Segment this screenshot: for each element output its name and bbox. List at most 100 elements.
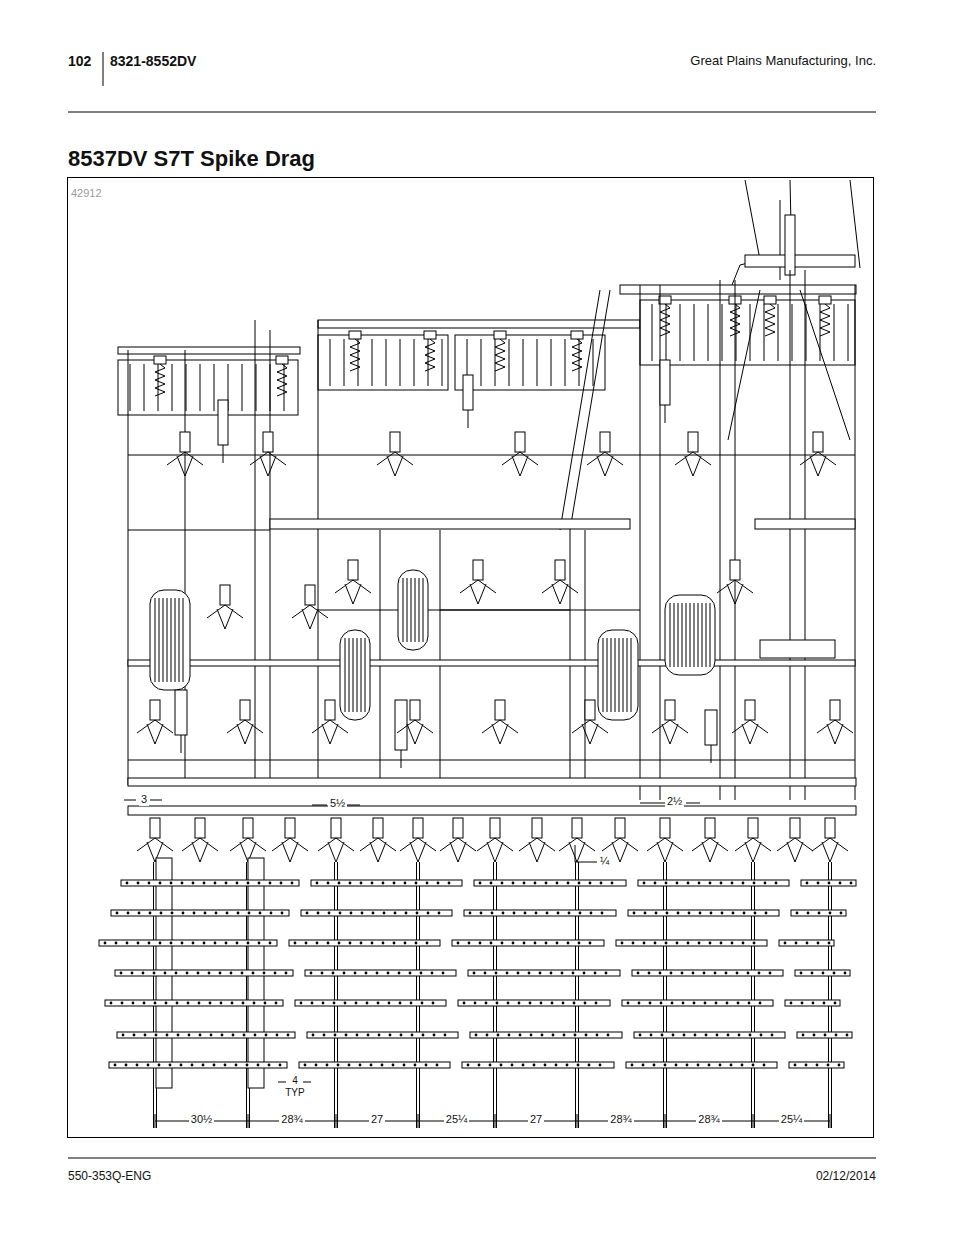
tooth-dot [159,942,162,945]
spring-coil [572,339,582,371]
tooth-dot [760,1034,763,1037]
tooth-dot [126,882,129,885]
dimension-label: 4 TYP [284,1075,306,1098]
tine-mount [243,818,253,838]
tine-mount [748,818,758,838]
tooth-dot [427,912,430,915]
tooth-dot [410,1002,413,1005]
tine-mount [473,560,483,580]
tooth-dot [749,1034,752,1037]
dimension-tick [248,1114,249,1128]
tooth-dot [806,882,809,885]
tooth-dot [193,912,196,915]
tooth-dot [541,1034,544,1037]
tooth-dot [833,972,836,975]
tooth-dot [600,882,603,885]
tooth-dot [383,912,386,915]
tine-mount [730,560,740,580]
tooth-dot [562,1002,565,1005]
tine-mount [331,818,341,838]
top-rail [620,285,856,294]
basket-bar [330,339,331,386]
tooth-dot [243,1034,246,1037]
tooth-dot [699,912,702,915]
harrow-bar [797,1032,852,1038]
spike-tine [335,580,371,604]
spring-coil [495,339,505,371]
spike-tine [250,452,286,476]
tooth-dot [404,882,407,885]
tooth-dot [829,912,832,915]
tooth-dot [675,1064,678,1067]
tire-tread [623,638,624,712]
tooth-dot [132,1002,135,1005]
tire-tread [155,598,156,682]
tine-mount [390,432,400,452]
tooth-dot [166,1034,169,1037]
frame-line [128,350,129,785]
spike-tine [318,838,354,862]
tire-tread [698,603,699,667]
tooth-dot [649,1002,652,1005]
tooth-dot [182,912,185,915]
tooth-dot [506,972,509,975]
harrow-bar [632,970,783,976]
harrow-bar [299,1062,450,1068]
tooth-dot [104,942,107,945]
tooth-dot [534,942,537,945]
spring-coil [350,339,360,371]
tooth-dot [605,972,608,975]
tooth-dot [253,1002,256,1005]
drag-arm [663,862,664,1128]
tooth-dot [165,1002,168,1005]
tooth-dot [621,942,624,945]
tooth-dot [633,912,636,915]
tooth-dot [523,882,526,885]
wheel-hub [760,640,835,658]
spike-tine [482,720,518,744]
tooth-dot [133,1034,136,1037]
drag-arm [337,862,338,1128]
tire-tread [171,598,172,682]
tine-mount [150,700,160,720]
cylinder-rod [401,750,402,768]
tooth-dot [834,1002,837,1005]
tooth-dot [748,1002,751,1005]
tooth-dot [654,882,657,885]
tooth-dot [585,1034,588,1037]
tooth-dot [389,1034,392,1037]
harrow-bar [789,1062,844,1068]
spike-tine [292,605,328,629]
tooth-dot [800,972,803,975]
drag-arm [666,862,667,1128]
tooth-dot [326,1064,329,1067]
basket-bar [666,304,667,361]
tooth-dot [422,1034,425,1037]
tooth-dot [247,882,250,885]
tire-tread [607,638,608,712]
basket-bar [593,339,594,386]
spike-tine [692,838,728,862]
tooth-dot [838,1064,841,1067]
spring-coil [660,304,670,336]
tooth-dot [661,1034,664,1037]
dimension-label: 5½ [328,797,347,810]
tooth-dot [478,1064,481,1067]
tooth-dot [469,912,472,915]
dimension-tick [577,1114,578,1128]
tooth-dot [387,972,390,975]
harrow-bar [305,970,456,976]
tooth-dot [495,972,498,975]
tooth-dot [338,882,341,885]
tooth-dot [312,1034,315,1037]
tooth-dot [192,942,195,945]
model-range: 8321-8552DV [110,53,196,69]
harrow-bar [779,940,834,946]
spike-tine [460,580,496,604]
tooth-dot [693,1002,696,1005]
basket-bar [172,364,173,411]
tooth-dot [361,912,364,915]
tooth-dot [164,972,167,975]
tooth-dot [589,882,592,885]
